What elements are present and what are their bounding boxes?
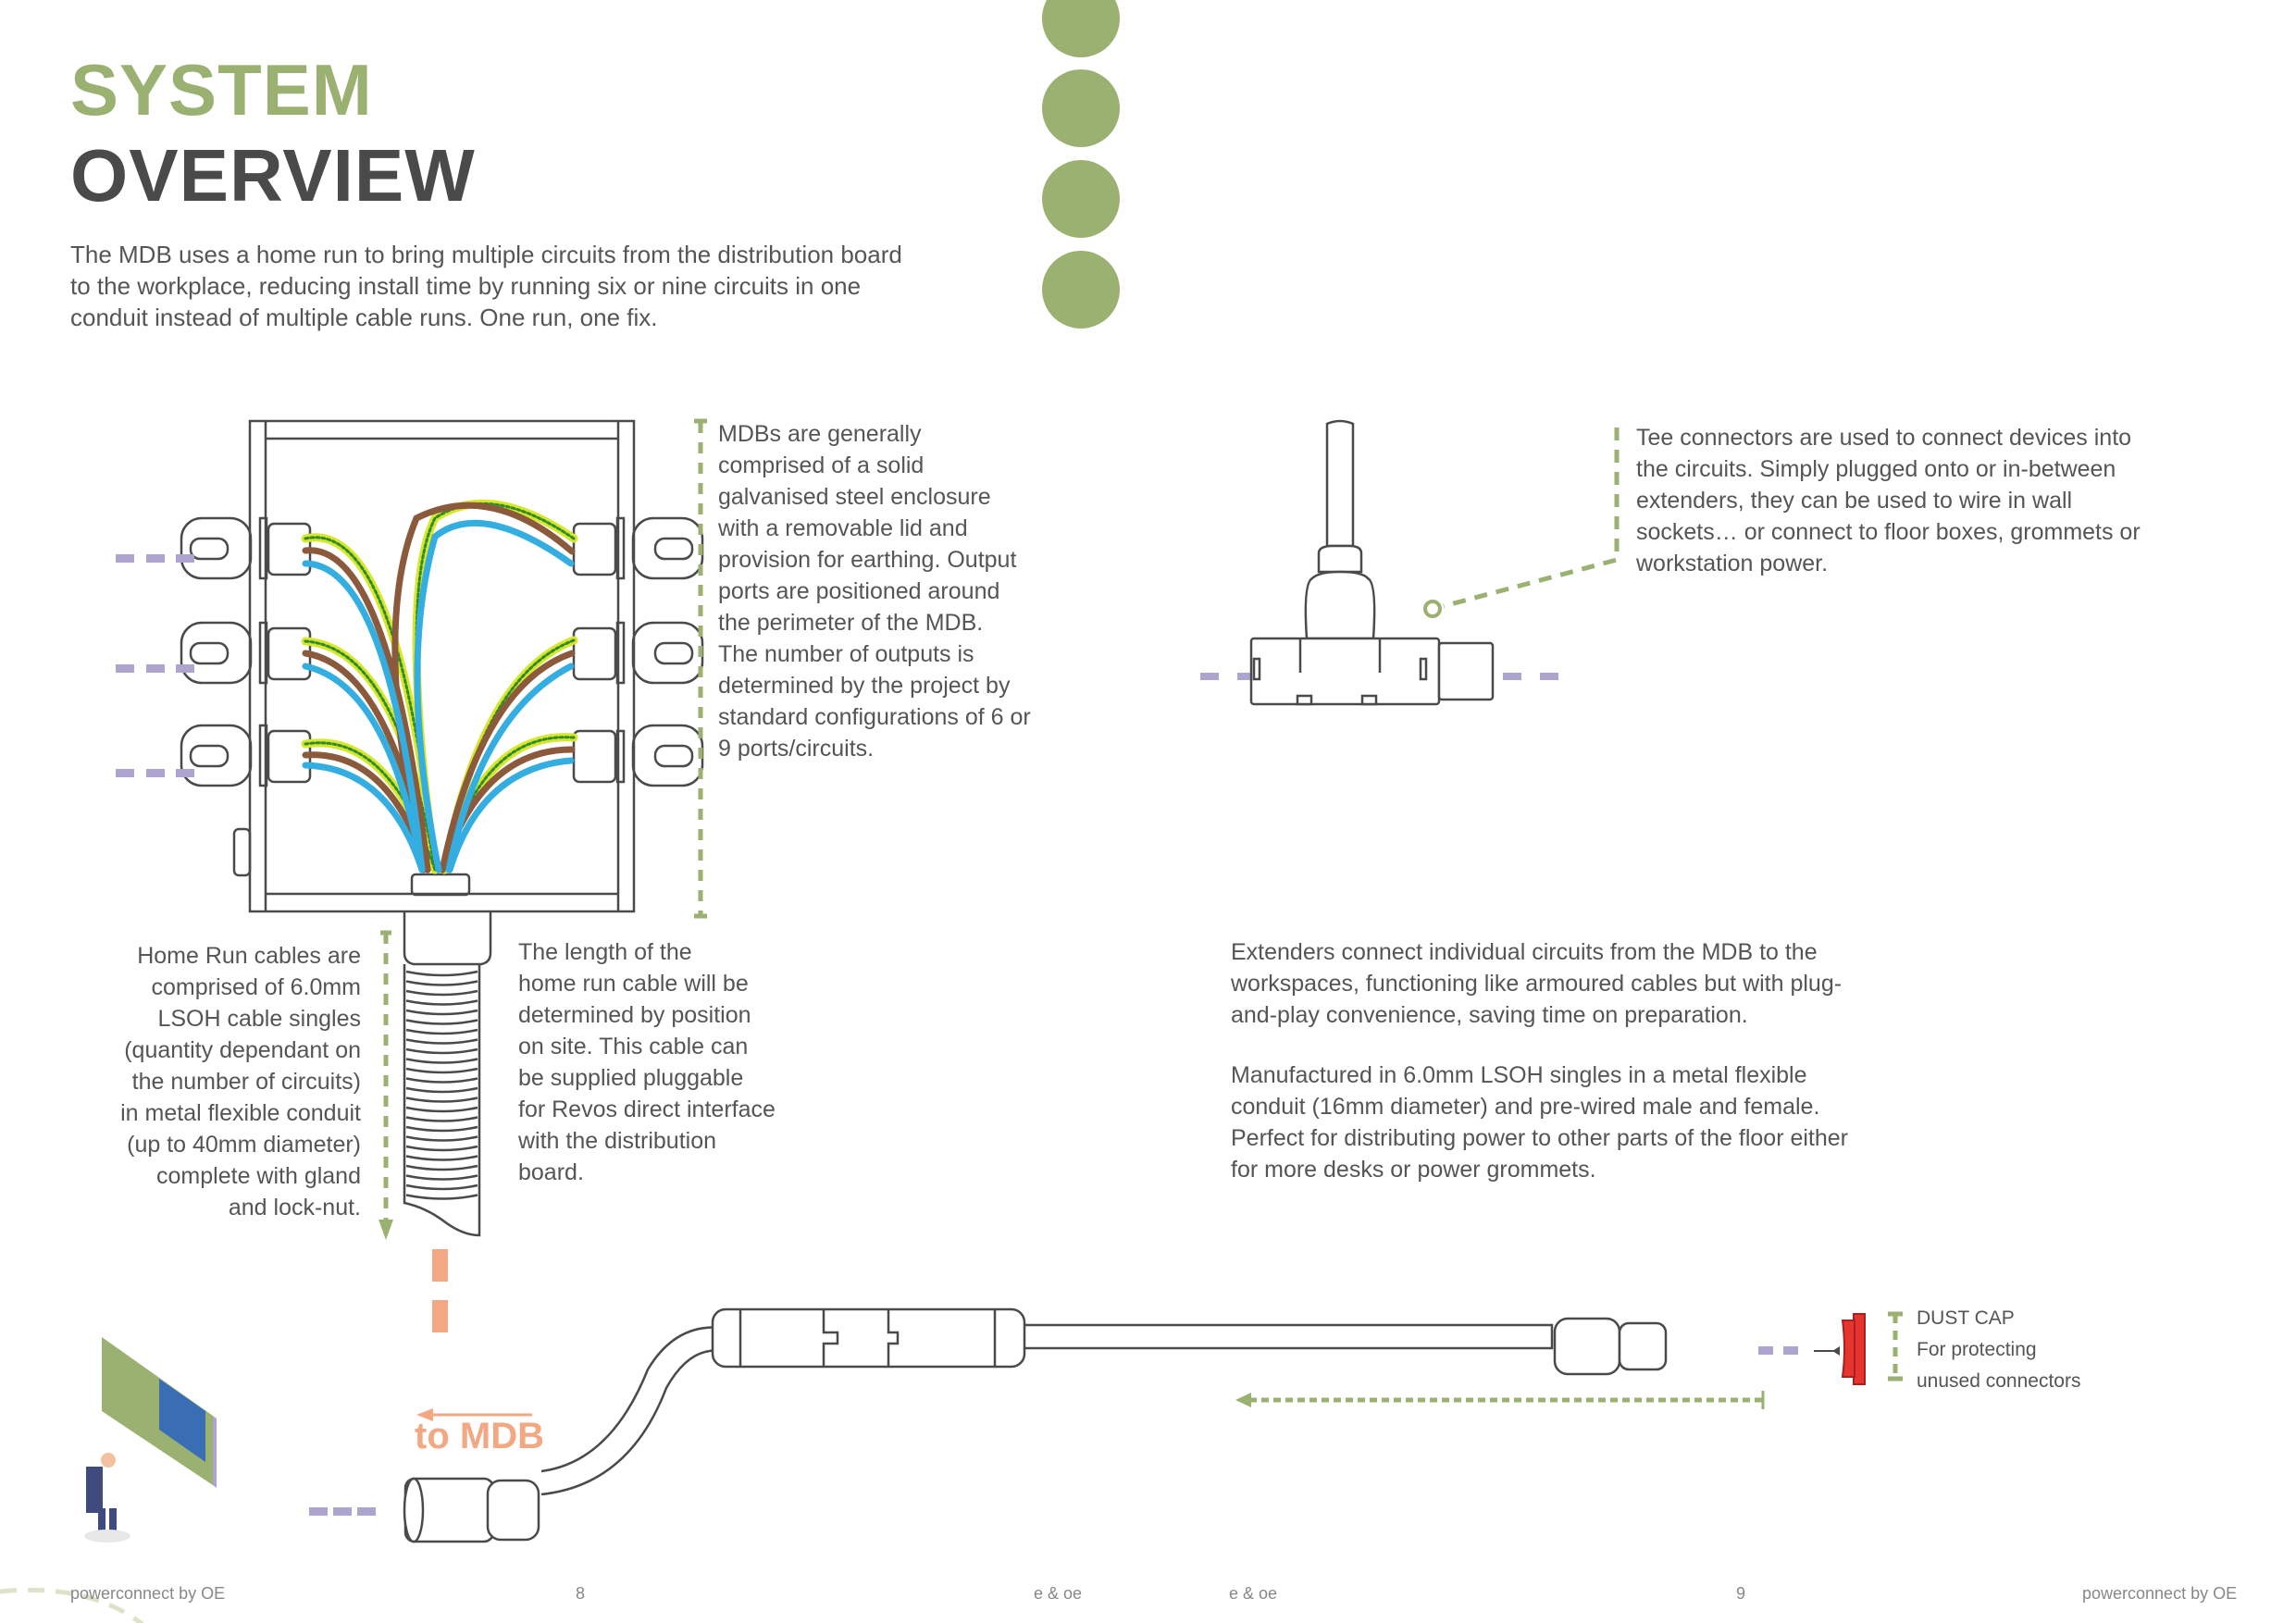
dust-cap-line2: unused connectors	[1917, 1370, 2081, 1392]
footer-eoe-left: e & oe	[1034, 1584, 1083, 1603]
conduit-rib	[405, 999, 478, 1006]
dust-cap-icon	[1814, 1313, 1866, 1385]
mdb-description: MDBs are generally comprised of a solid …	[718, 421, 1031, 762]
conduit-rib	[405, 1077, 478, 1084]
extenders-paragraph-1: Extenders connect individual circuits fr…	[1231, 939, 1843, 1028]
conduit-rib	[405, 1155, 478, 1161]
conduit-rib	[405, 980, 478, 986]
conduit-rib	[405, 1047, 478, 1055]
conduit-rib	[405, 989, 478, 997]
extender-illustration	[403, 1307, 1668, 1543]
conduit-rib	[405, 1019, 478, 1025]
tee-description: Tee connectors are used to connect devic…	[1636, 425, 2141, 576]
home-run-length-text: The length of the home run cable will be…	[518, 939, 776, 1185]
footer-brand-left: powerconnect by OE	[70, 1584, 226, 1603]
conduit-rib	[405, 1038, 478, 1045]
conduit-rib	[405, 1145, 478, 1152]
mdb-wires	[301, 499, 578, 874]
extenders-paragraph-2: Manufactured in 6.0mm LSOH singles in a …	[1231, 1062, 1849, 1183]
page-title-line1: SYSTEM	[70, 49, 373, 130]
page-title-line2: OVERVIEW	[70, 134, 476, 217]
footer-page-right: 9	[1736, 1584, 1746, 1603]
flexible-conduit-illustration	[403, 964, 481, 1237]
conduit-rib	[405, 1028, 478, 1035]
conduit-rib	[405, 970, 478, 977]
dust-cap-label: DUST CAP For protecting unused connector…	[1917, 1303, 2080, 1397]
to-mdb-label: to MDB	[415, 1416, 544, 1456]
dust-cap-line1: For protecting	[1917, 1339, 2037, 1360]
port-dashes	[116, 554, 1798, 1516]
dust-cap-title: DUST CAP	[1917, 1307, 2015, 1329]
conduit-rib	[405, 1067, 478, 1074]
mdb-port-left	[180, 516, 312, 580]
conduit-rib	[405, 1096, 478, 1103]
conduit-rib	[405, 1125, 478, 1133]
conduit-rib	[405, 1116, 478, 1122]
decor-circle	[1042, 251, 1120, 328]
footer-page-left: 8	[576, 1584, 586, 1603]
home-run-cables-text: Home Run cables are comprised of 6.0mm L…	[120, 943, 361, 1220]
presenter-illustration	[84, 1337, 217, 1542]
footer-brand-right: powerconnect by OE	[2082, 1584, 2238, 1603]
mdb-port-left	[180, 724, 312, 787]
conduit-rib	[405, 1194, 478, 1200]
home-run-orange-marks	[416, 1249, 532, 1421]
decor-dashed-curve	[0, 1587, 145, 1623]
decor-circle	[1042, 0, 1120, 57]
conduit-rib	[405, 1058, 478, 1064]
decor-circle	[1042, 69, 1120, 147]
conduit-rib	[405, 1106, 478, 1113]
annotation-guides	[379, 418, 1903, 1409]
tee-connector-illustration	[1249, 419, 1495, 706]
intro-paragraph: The MDB uses a home run to bring multipl…	[70, 241, 902, 331]
conduit-rib	[405, 1135, 478, 1142]
conduit-rib	[405, 1183, 478, 1191]
conduit-rib	[405, 1174, 478, 1181]
conduit-rib	[405, 1164, 478, 1171]
conduit-rib	[405, 1009, 478, 1016]
conduit-rib	[405, 1086, 478, 1094]
mdb-enclosure-illustration	[180, 419, 704, 966]
decor-circle	[1042, 160, 1120, 238]
footer-eoe-right: e & oe	[1229, 1584, 1278, 1603]
